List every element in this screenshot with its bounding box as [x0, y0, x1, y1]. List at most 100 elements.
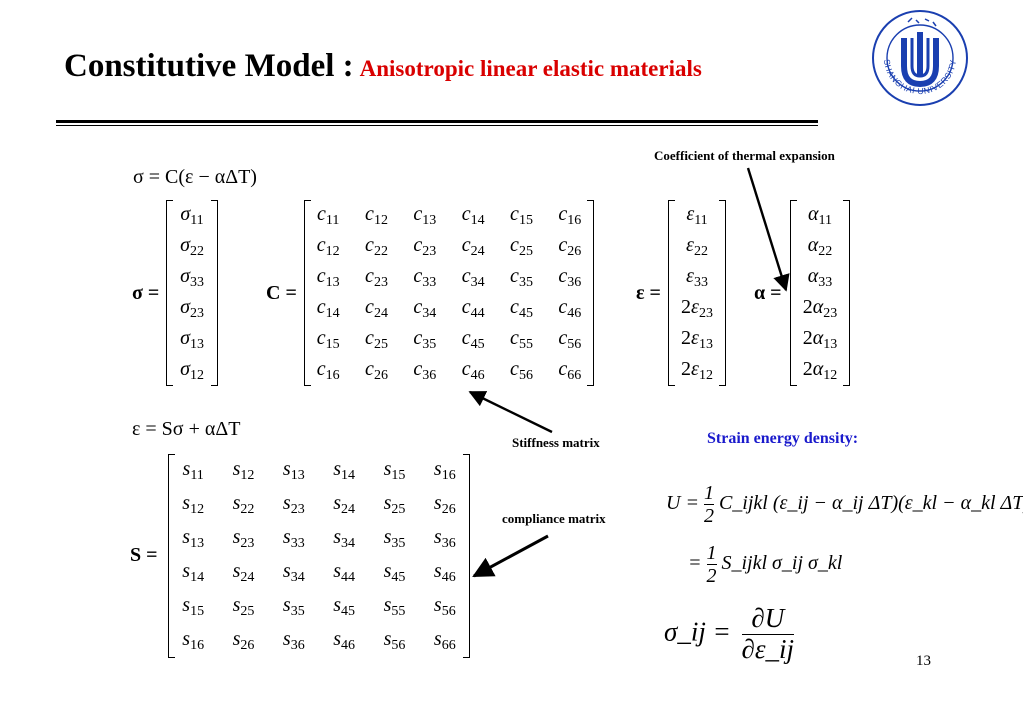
epsilon-entry: ε11 [686, 202, 708, 228]
stiffness-entry: c36 [558, 264, 582, 290]
arrow-stiffness [468, 390, 553, 434]
title-rule-thin [56, 125, 818, 126]
compliance-entry: s26 [232, 628, 255, 653]
stiffness-entry: c55 [510, 326, 533, 352]
stiffness-entry: c34 [413, 295, 437, 321]
compliance-entry: s12 [182, 492, 205, 517]
page-number: 13 [916, 653, 931, 669]
compliance-entry: s15 [182, 594, 205, 619]
frac-den: 2 [703, 505, 714, 527]
alpha-entry: α33 [807, 264, 833, 290]
stiffness-entry: c16 [558, 202, 582, 228]
stiffness-entry: c34 [461, 264, 485, 290]
university-logo: SHANGHAI UNIVERSITY [872, 10, 968, 106]
compliance-entry: s25 [383, 492, 406, 517]
compliance-entry: s23 [232, 526, 255, 551]
sigma-entry: σ12 [180, 357, 204, 383]
alpha-entry: α11 [808, 202, 832, 228]
equation-strain-stress: ε = Sσ + αΔT [132, 418, 241, 440]
stiffness-entry: c23 [365, 264, 388, 290]
stiffness-entry: c26 [558, 233, 582, 259]
stiffness-entry: c56 [558, 326, 582, 352]
stiffness-entry: c46 [558, 295, 582, 321]
stress-derivative-equation: σ_ij = ∂U∂ε_ij [664, 603, 795, 664]
stiffness-entry: c36 [413, 357, 437, 383]
epsilon-entry: 2ε13 [681, 326, 713, 352]
compliance-entry: s26 [433, 492, 456, 517]
derivative-lhs: σ_ij = [664, 616, 731, 647]
compliance-entry: s45 [333, 594, 356, 619]
sigma-entry: σ13 [180, 326, 204, 352]
slide-title: Constitutive Model :Anisotropic linear e… [64, 48, 702, 85]
compliance-entry: s45 [383, 560, 406, 585]
stiffness-entry: c46 [461, 357, 485, 383]
stiffness-entry: c45 [510, 295, 533, 321]
compliance-entry: s14 [333, 458, 356, 483]
derivative-den: ∂ε_ij [741, 633, 795, 664]
stiffness-entry: c11 [316, 202, 340, 228]
compliance-entry: s55 [383, 594, 406, 619]
frac-den: 2 [706, 565, 717, 587]
compliance-entry: s11 [182, 458, 204, 483]
frac-num: 1 [703, 482, 714, 505]
stiffness-entry: c23 [413, 233, 437, 259]
sigma-label: σ = [132, 282, 160, 304]
stiffness-entry: c35 [413, 326, 437, 352]
stiffness-label: C = [266, 282, 297, 304]
epsilon-entry: ε22 [686, 233, 708, 259]
title-subtitle: Anisotropic linear elastic materials [359, 56, 702, 81]
compliance-entry: s36 [282, 628, 305, 653]
derivative-fraction: ∂U∂ε_ij [741, 603, 795, 664]
compliance-label: S = [130, 544, 158, 566]
compliance-entry: s25 [232, 594, 255, 619]
epsilon-entry: 2ε12 [681, 357, 713, 383]
stiffness-entry: c66 [558, 357, 582, 383]
compliance-entry: s46 [333, 628, 356, 653]
compliance-entry: s56 [383, 628, 406, 653]
compliance-entry: s14 [182, 560, 205, 585]
stiffness-entry: c22 [365, 233, 388, 259]
stiffness-entry: c56 [510, 357, 533, 383]
stiffness-entry: c35 [510, 264, 533, 290]
stiffness-entry: c26 [365, 357, 388, 383]
epsilon-entry: 2ε23 [681, 295, 713, 321]
alpha-entry: 2α23 [802, 295, 838, 321]
arrow-compliance [472, 534, 549, 578]
stiffness-entry: c12 [365, 202, 388, 228]
compliance-entry: s23 [282, 492, 305, 517]
stiffness-entry: c15 [316, 326, 340, 352]
stiffness-entry: c45 [461, 326, 485, 352]
compliance-entry: s15 [383, 458, 406, 483]
strain-energy-heading: Strain energy density: [707, 430, 859, 447]
compliance-entry: s36 [433, 526, 456, 551]
compliance-entry: s16 [433, 458, 456, 483]
compliance-entry: s13 [182, 526, 205, 551]
compliance-matrix: s11 s12 s13 s14 s15 s16 s12 s22 s23 s24 s25 s26 s13 s… [168, 454, 470, 658]
frac-num: 1 [706, 542, 717, 565]
title-main: Constitutive Model : [64, 48, 354, 84]
energy-line1-lhs: U = [666, 492, 699, 515]
alpha-entry: α22 [807, 233, 833, 259]
compliance-entry: s16 [182, 628, 205, 653]
energy-line2-rhs: S_ijkl σ_ij σ_kl [721, 552, 843, 575]
compliance-entry: s46 [433, 560, 456, 585]
compliance-entry: s33 [282, 526, 305, 551]
compliance-entry: s12 [232, 458, 255, 483]
compliance-entry: s24 [232, 560, 255, 585]
compliance-entry: s56 [433, 594, 456, 619]
compliance-entry: s34 [282, 560, 305, 585]
stiffness-entry: c44 [461, 295, 485, 321]
compliance-entry: s22 [232, 492, 255, 517]
stiffness-entry: c16 [316, 357, 340, 383]
compliance-entry: s13 [282, 458, 305, 483]
stiffness-entry: c25 [365, 326, 388, 352]
sigma-entry: σ23 [180, 295, 204, 321]
energy-line1-rhs: C_ijkl (ε_ij − α_ij ΔT)(ε_kl − α_kl ΔT) [718, 492, 1023, 515]
thermal-expansion-note: Coefficient of thermal expansion [654, 148, 835, 163]
stiffness-entry: c14 [461, 202, 485, 228]
sigma-entry: σ33 [180, 264, 204, 290]
